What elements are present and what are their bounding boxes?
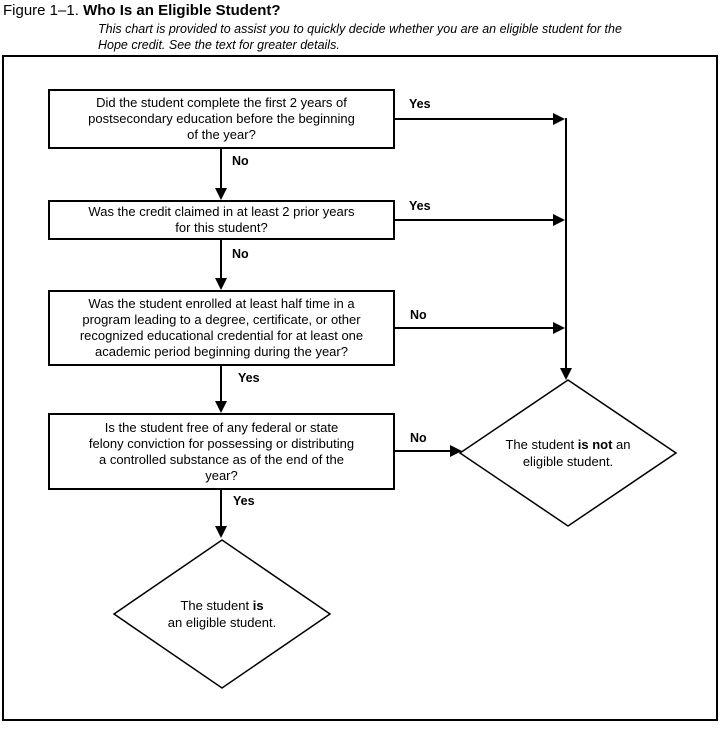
question-box-2: Was the credit claimed in at least 2 pri… (48, 200, 395, 240)
diamond-shape (458, 379, 678, 527)
result-not-eligible-prefix: The student (505, 437, 578, 452)
figure-subtitle: This chart is provided to assist you to … (98, 22, 622, 52)
result-not-eligible-suffix: an (612, 437, 631, 452)
result-eligible-bold: is (252, 598, 264, 613)
branch-label-q3-down: Yes (238, 371, 260, 385)
branch-label-q2-down: No (232, 247, 249, 261)
branch-label-q2-right: Yes (409, 199, 431, 213)
connector-q1-q2-line (220, 149, 222, 189)
question-box-3: Was the student enrolled at least half t… (48, 290, 395, 366)
connector-q3-q4-arrowhead-icon (215, 401, 227, 413)
collector-arrowhead-icon (560, 368, 572, 380)
connector-q3-right-line (395, 327, 555, 329)
connector-q1-q2-arrowhead-icon (215, 188, 227, 200)
connector-q2-q3-arrowhead-icon (215, 278, 227, 290)
flowchart-frame (2, 55, 718, 721)
connector-q2-q3-line (220, 240, 222, 279)
collector-line-to-not-eligible (565, 118, 567, 370)
connector-q4-right-arrowhead-icon (450, 445, 462, 457)
connector-q1-right-line (395, 118, 555, 120)
connector-q4-eligible-arrowhead-icon (215, 526, 227, 538)
result-diamond-eligible: The student is an eligible student. (112, 538, 332, 690)
figure-title: Who Is an Eligible Student? (83, 2, 281, 19)
connector-q2-right-arrowhead-icon (553, 214, 565, 226)
branch-label-q1-right: Yes (409, 97, 431, 111)
result-not-eligible-bold: is not (577, 437, 613, 452)
connector-q2-right-line (395, 219, 555, 221)
connector-q4-eligible-line (220, 490, 222, 527)
result-diamond-not-eligible: The student is not an eligible student. (458, 378, 678, 528)
connector-q4-right-line (393, 450, 451, 452)
result-text-eligible: The student is an eligible student. (112, 538, 332, 690)
figure-label: Figure 1–1. (3, 2, 79, 19)
branch-label-q4-down: Yes (233, 494, 255, 508)
result-eligible-prefix: The student (180, 598, 253, 613)
connector-q3-right-arrowhead-icon (553, 322, 565, 334)
figure-header: Figure 1–1. Who Is an Eligible Student? (3, 2, 281, 19)
branch-label-q3-right: No (410, 308, 427, 322)
diamond-shape (112, 539, 332, 689)
branch-label-q4-right: No (410, 431, 427, 445)
result-eligible-line2: an eligible student. (167, 615, 277, 630)
result-text-not-eligible: The student is not an eligible student. (458, 378, 678, 528)
question-box-4: Is the student free of any federal or st… (48, 413, 395, 490)
connector-q3-q4-line (220, 366, 222, 402)
question-box-1: Did the student complete the first 2 yea… (48, 89, 395, 149)
connector-q1-right-arrowhead-icon (553, 113, 565, 125)
branch-label-q1-down: No (232, 154, 249, 168)
result-not-eligible-line2: eligible student. (522, 454, 614, 469)
